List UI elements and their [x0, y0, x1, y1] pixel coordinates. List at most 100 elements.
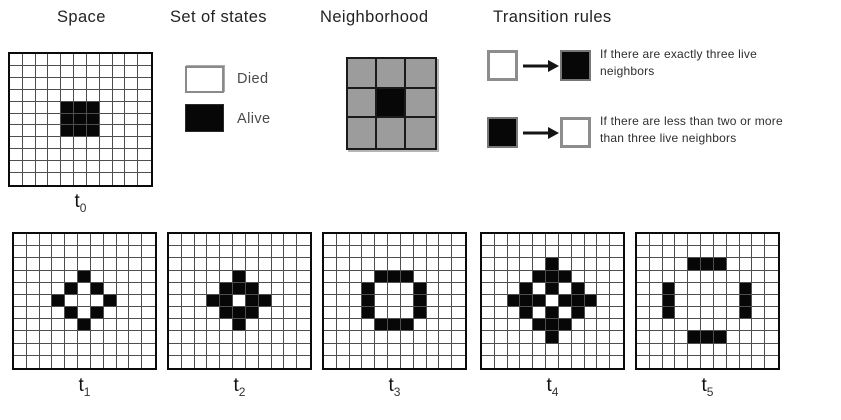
dead-cell — [597, 294, 611, 308]
dead-cell — [142, 270, 155, 283]
dead-cell — [194, 307, 208, 320]
dead-cell — [584, 319, 598, 332]
dead-cell — [194, 234, 208, 247]
dead-cell — [610, 294, 623, 308]
dead-cell — [48, 89, 62, 102]
dead-cell — [142, 331, 155, 344]
dead-cell — [169, 319, 182, 332]
dead-cell — [388, 343, 401, 356]
dead-cell — [713, 282, 727, 295]
dead-cell — [169, 355, 182, 368]
dead-cell — [22, 101, 36, 114]
dead-cell — [507, 319, 521, 332]
dead-cell — [452, 270, 465, 283]
dead-cell — [765, 282, 778, 295]
dead-cell — [129, 246, 143, 259]
dead-cell — [426, 270, 440, 283]
dead-cell — [375, 294, 389, 308]
dead-cell — [112, 149, 126, 162]
dead-cell — [258, 246, 272, 259]
alive-cell — [233, 270, 246, 283]
dead-cell — [688, 319, 702, 332]
dead-cell — [349, 270, 363, 283]
dead-cell — [138, 161, 151, 174]
dead-cell — [739, 331, 753, 344]
dead-cell — [125, 65, 139, 78]
dead-cell — [284, 355, 298, 368]
dead-cell — [439, 270, 453, 283]
dead-cell — [739, 246, 753, 259]
died-state-label: Died — [237, 71, 269, 87]
dead-cell — [271, 282, 285, 295]
dead-cell — [86, 65, 100, 78]
evolution-grid-t4 — [480, 232, 625, 370]
dead-cell — [426, 258, 440, 271]
dead-cell — [439, 282, 453, 295]
time-label-base: t — [546, 375, 552, 396]
evolution-grid-t3 — [322, 232, 467, 370]
dead-cell — [439, 294, 453, 308]
dead-cell — [258, 307, 272, 320]
dead-cell — [48, 173, 62, 185]
dead-cell — [284, 246, 298, 259]
dead-cell — [125, 101, 139, 114]
dead-cell — [35, 149, 49, 162]
dead-cell — [546, 234, 559, 247]
dead-cell — [362, 258, 376, 271]
dead-cell — [86, 173, 100, 185]
time-label-base: t — [388, 375, 394, 396]
dead-cell — [688, 234, 702, 247]
dead-cell — [138, 137, 151, 150]
alive-cell — [413, 294, 427, 308]
dead-cell — [65, 294, 79, 308]
dead-cell — [271, 331, 285, 344]
dead-cell — [22, 89, 36, 102]
dead-cell — [507, 282, 521, 295]
dead-cell — [116, 307, 130, 320]
dead-cell — [90, 355, 104, 368]
neighborhood-neighbor-cell — [406, 118, 435, 148]
dead-cell — [388, 282, 401, 295]
dead-cell — [688, 343, 702, 356]
dead-cell — [546, 294, 559, 308]
dead-cell — [61, 77, 75, 90]
dead-cell — [271, 234, 285, 247]
time-label-sub: 5 — [706, 384, 714, 399]
alive-cell — [546, 307, 559, 320]
dead-cell — [637, 258, 650, 271]
dead-cell — [675, 307, 689, 320]
dead-cell — [739, 270, 753, 283]
alive-cell — [688, 258, 702, 271]
dead-cell — [112, 101, 126, 114]
dead-cell — [103, 319, 117, 332]
dead-cell — [336, 234, 350, 247]
alive-cell — [533, 294, 547, 308]
dead-cell — [116, 294, 130, 308]
dead-cell — [649, 282, 663, 295]
dead-cell — [413, 258, 427, 271]
dead-cell — [688, 270, 702, 283]
dead-cell — [584, 258, 598, 271]
dead-cell — [129, 307, 143, 320]
dead-cell — [10, 173, 23, 185]
dead-cell — [726, 307, 740, 320]
dead-cell — [649, 246, 663, 259]
dead-cell — [752, 355, 766, 368]
dead-cell — [584, 234, 598, 247]
alive-cell — [739, 307, 753, 320]
dead-cell — [400, 294, 414, 308]
dead-cell — [52, 343, 66, 356]
dead-cell — [726, 246, 740, 259]
neighborhood-center-cell — [377, 88, 406, 119]
dead-cell — [610, 319, 623, 332]
dead-cell — [169, 294, 182, 308]
dead-cell — [207, 319, 221, 332]
dead-cell — [701, 234, 714, 247]
dead-cell — [52, 307, 66, 320]
dead-cell — [482, 234, 495, 247]
dead-cell — [129, 294, 143, 308]
dead-cell — [494, 270, 508, 283]
dead-cell — [129, 270, 143, 283]
time-label-base: t — [701, 375, 707, 396]
dead-cell — [271, 258, 285, 271]
